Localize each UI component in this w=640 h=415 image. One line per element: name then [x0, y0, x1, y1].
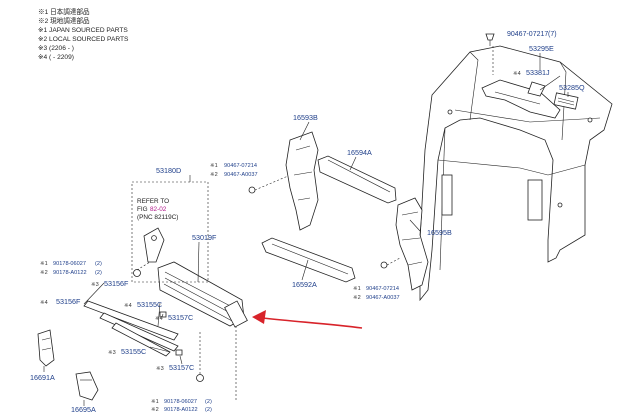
mark-4-53381j: ※4	[513, 70, 521, 77]
refer-fig-link[interactable]: 82-02	[150, 206, 167, 213]
label-bolt-bottom-2: 90178-A0122	[164, 407, 198, 413]
legend: ※1 日本調達部品 ※2 現地調達部品 ※1 JAPAN SOURCED PAR…	[38, 9, 128, 62]
label-53155c-a: 53155C	[137, 300, 162, 309]
mark-3-53157c-b: ※3	[156, 365, 164, 372]
label-bolt-bottom-2-qty: (2)	[205, 407, 212, 413]
label-bolt-top-2: 90467-A0037	[224, 172, 258, 178]
mark-2-left: ※2	[40, 269, 48, 276]
label-bolt-left-1-qty: (2)	[95, 261, 102, 267]
mark-2-right: ※2	[353, 294, 361, 301]
mark-1-left: ※1	[40, 260, 48, 267]
clip-53381j	[527, 81, 546, 97]
mark-3-53155c-b: ※3	[108, 349, 116, 356]
label-bolt-right-2: 90467-A0037	[366, 295, 400, 301]
mark-4-53155c-a: ※4	[124, 302, 132, 309]
label-53381j: 53381J	[526, 68, 550, 77]
label-53180d: 53180D	[156, 166, 181, 175]
mark-1-bottom: ※1	[151, 398, 159, 405]
mark-2-top: ※2	[210, 171, 218, 178]
label-bolt-bottom-1-qty: (2)	[205, 399, 212, 405]
label-53155c-b: 53155C	[121, 347, 146, 356]
side-seal-16595b	[395, 197, 429, 291]
bolt-icons	[133, 46, 494, 400]
leader-lines	[43, 53, 569, 406]
label-16595b: 16595B	[427, 228, 452, 237]
mark-4-53157c-a: ※4	[155, 315, 163, 322]
part-16695a	[75, 371, 99, 401]
part-16691a	[37, 329, 55, 367]
legend-line-2: ※2 現地調達部品	[38, 17, 90, 25]
label-16593b: 16593B	[293, 113, 318, 122]
refer-fig-prefix: FIG	[137, 206, 148, 213]
label-53156f-b: 53156F	[56, 297, 81, 306]
label-bolt-left-2: 90178-A0122	[53, 270, 87, 276]
label-bolt-left-1: 90178-06027	[53, 261, 86, 267]
mark-2-bottom: ※2	[151, 406, 159, 413]
legend-line-3: ※1 JAPAN SOURCED PARTS	[38, 26, 128, 34]
label-16592a: 16592A	[292, 280, 317, 289]
label-16691a: 16691A	[30, 373, 55, 382]
mark-1-top: ※1	[210, 162, 218, 169]
refer-pnc: (PNC 82119C)	[137, 214, 178, 221]
label-90467-07217-qty: (7)	[548, 31, 557, 38]
clip-90467-07217-icon	[485, 33, 495, 46]
group-outline-53180d	[131, 181, 209, 283]
mark-3-53156f-a: ※3	[91, 281, 99, 288]
lower-seal-16592a	[261, 237, 356, 283]
mark-1-right: ※1	[353, 285, 361, 292]
grille-shutter-53019f	[157, 261, 248, 328]
radiator-support-frame	[419, 45, 613, 302]
legend-line-1: ※1 日本調達部品	[38, 9, 90, 16]
label-16594a: 16594A	[347, 148, 372, 157]
bracket-53285q	[553, 92, 579, 110]
mark-4-53156f-b: ※4	[40, 299, 48, 306]
refer-line-1: REFER TO	[137, 198, 169, 205]
legend-line-5: ※3 (2206 - )	[38, 44, 74, 52]
label-90467-07217: 90467-07217	[507, 31, 548, 38]
legend-line-4: ※2 LOCAL SOURCED PARTS	[38, 35, 129, 43]
label-bolt-right-1: 90467-07214	[366, 286, 399, 292]
legend-line-6: ※4 ( - 2209)	[38, 53, 74, 61]
upper-cover	[481, 79, 561, 119]
label-53295e: 53295E	[529, 44, 554, 53]
side-seal-16593b	[285, 131, 319, 231]
shutter-bracket-53180d	[143, 227, 165, 263]
label-bolt-left-2-qty: (2)	[95, 270, 102, 276]
label-53019f: 53019F	[192, 233, 217, 242]
label-bolt-bottom-1: 90178-06027	[164, 399, 197, 405]
label-53156f-a: 53156F	[104, 279, 129, 288]
label-53157c-b: 53157C	[169, 363, 194, 372]
label-16695a: 16695A	[71, 405, 96, 414]
label-bolt-top-1: 90467-07214	[224, 163, 257, 169]
seal-strip-53156f	[83, 300, 179, 341]
label-53157c-a: 53157C	[168, 313, 193, 322]
highlight-arrow	[252, 310, 363, 329]
upper-seal-16594a	[317, 155, 397, 204]
label-53285q: 53285Q	[559, 83, 585, 92]
